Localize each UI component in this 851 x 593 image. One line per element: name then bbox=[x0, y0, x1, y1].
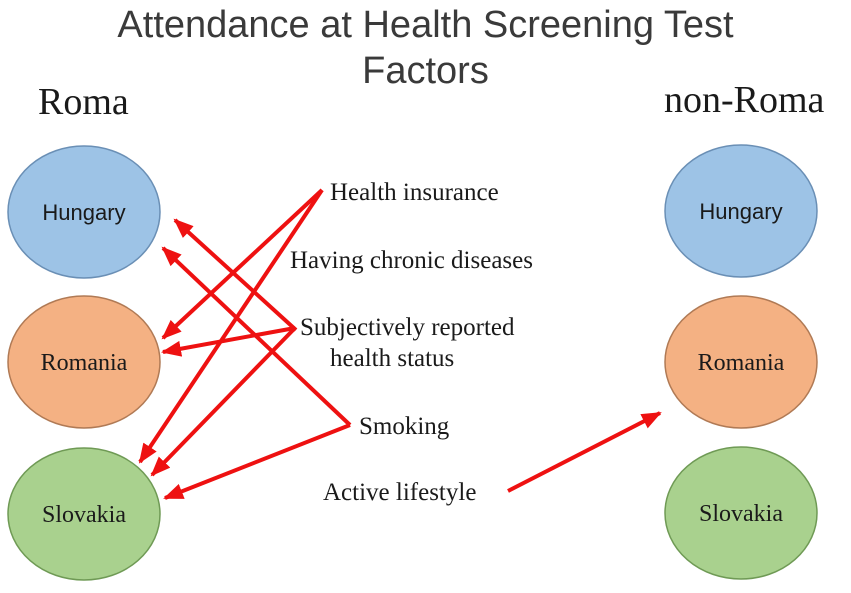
node-roma-romania: Romania bbox=[7, 295, 161, 429]
arrow-health-insurance-to-roma-romania bbox=[161, 188, 324, 340]
factor-subjective-line-1: Subjectively reported bbox=[300, 314, 515, 341]
arrow-subjective-to-roma-romania bbox=[161, 326, 296, 357]
arrow-smoking-to-roma-slovakia bbox=[163, 423, 351, 500]
title-line-1: Attendance at Health Screening Test bbox=[117, 4, 734, 46]
factor-subjective-line-2: health status bbox=[330, 345, 454, 372]
node-non-roma-hungary: Hungary bbox=[664, 144, 818, 278]
arrow-smoking-to-roma-hungary bbox=[161, 246, 352, 427]
factor-active-lifestyle: Active lifestyle bbox=[323, 479, 476, 506]
node-label: Slovakia bbox=[42, 502, 126, 528]
arrow-health-insurance-to-roma-slovakia bbox=[138, 188, 324, 464]
node-roma-slovakia: Slovakia bbox=[7, 447, 161, 581]
arrow-active-lifestyle-to-non-roma-romania bbox=[507, 411, 662, 493]
diagram-title: Attendance at Health Screening Test Fact… bbox=[0, 2, 851, 94]
factor-health-insurance: Health insurance bbox=[330, 179, 499, 206]
title-line-2: Factors bbox=[362, 50, 489, 92]
arrow-subjective-to-roma-hungary bbox=[173, 218, 298, 332]
node-label: Hungary bbox=[42, 200, 125, 225]
node-label: Romania bbox=[698, 350, 785, 376]
node-non-roma-romania: Romania bbox=[664, 295, 818, 429]
node-label: Slovakia bbox=[699, 501, 783, 527]
node-label: Romania bbox=[41, 350, 128, 376]
group-label-non-roma: non-Roma bbox=[664, 79, 825, 121]
factor-smoking: Smoking bbox=[359, 413, 450, 440]
node-roma-hungary: Hungary bbox=[7, 145, 161, 279]
node-non-roma-slovakia: Slovakia bbox=[664, 446, 818, 580]
group-label-roma: Roma bbox=[38, 81, 129, 123]
node-label: Hungary bbox=[699, 199, 782, 224]
factor-chronic-diseases: Having chronic diseases bbox=[290, 247, 533, 274]
arrows bbox=[138, 188, 662, 500]
